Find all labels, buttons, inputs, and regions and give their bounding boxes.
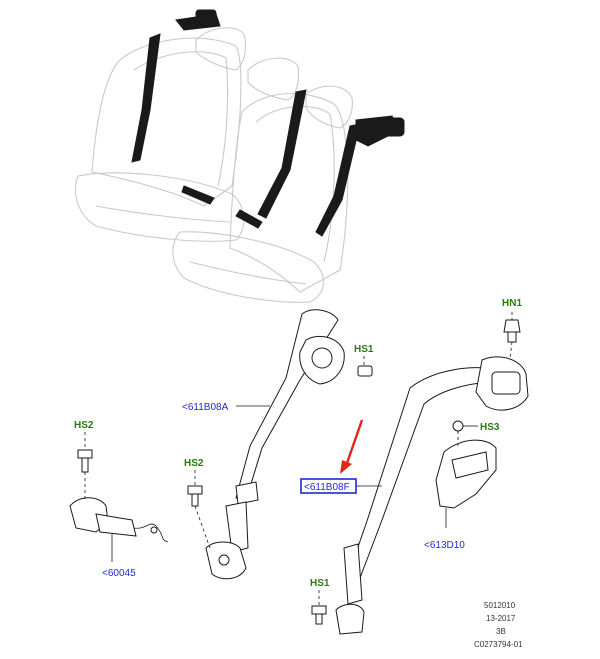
pointer-arrow xyxy=(340,419,364,474)
bolt-hs1-bottom xyxy=(311,590,327,625)
label-hn1: HN1 xyxy=(502,298,522,309)
bolt-hs2-left xyxy=(77,432,93,500)
ref-sheet: 3B xyxy=(496,627,506,636)
label-hs1-top: HS1 xyxy=(354,344,374,355)
left-rear-belt-installed xyxy=(131,9,221,205)
belt-assembly-611b08f xyxy=(335,356,529,635)
rear-seat-overview xyxy=(74,27,353,303)
bolt-hs2-mid xyxy=(187,470,211,549)
bracket-613d10 xyxy=(435,439,497,509)
ref-illustration-id: C0273794-01 xyxy=(474,640,523,649)
buckle-assembly-60045 xyxy=(69,497,169,543)
belt-assembly-611b08a xyxy=(205,309,345,580)
label-611b08a: <611B08A xyxy=(182,402,229,413)
label-613d10: <613D10 xyxy=(424,540,465,551)
ref-code: 5012010 xyxy=(484,601,516,610)
label-hs3: HS3 xyxy=(480,422,500,433)
label-hs2-left: HS2 xyxy=(74,420,94,431)
bolt-hs3 xyxy=(452,420,478,446)
highlight-box xyxy=(300,478,357,494)
label-611b08f: <611B08F xyxy=(304,482,350,493)
right-rear-belt-installed xyxy=(235,89,405,237)
nut-hn1 xyxy=(503,312,521,359)
label-hs1-bottom: HS1 xyxy=(310,578,330,589)
label-60045: <60045 xyxy=(102,568,136,579)
bolt-hs1-top xyxy=(357,356,373,377)
label-hs2-mid: HS2 xyxy=(184,458,204,469)
ref-date: 13-2017 xyxy=(486,614,516,623)
